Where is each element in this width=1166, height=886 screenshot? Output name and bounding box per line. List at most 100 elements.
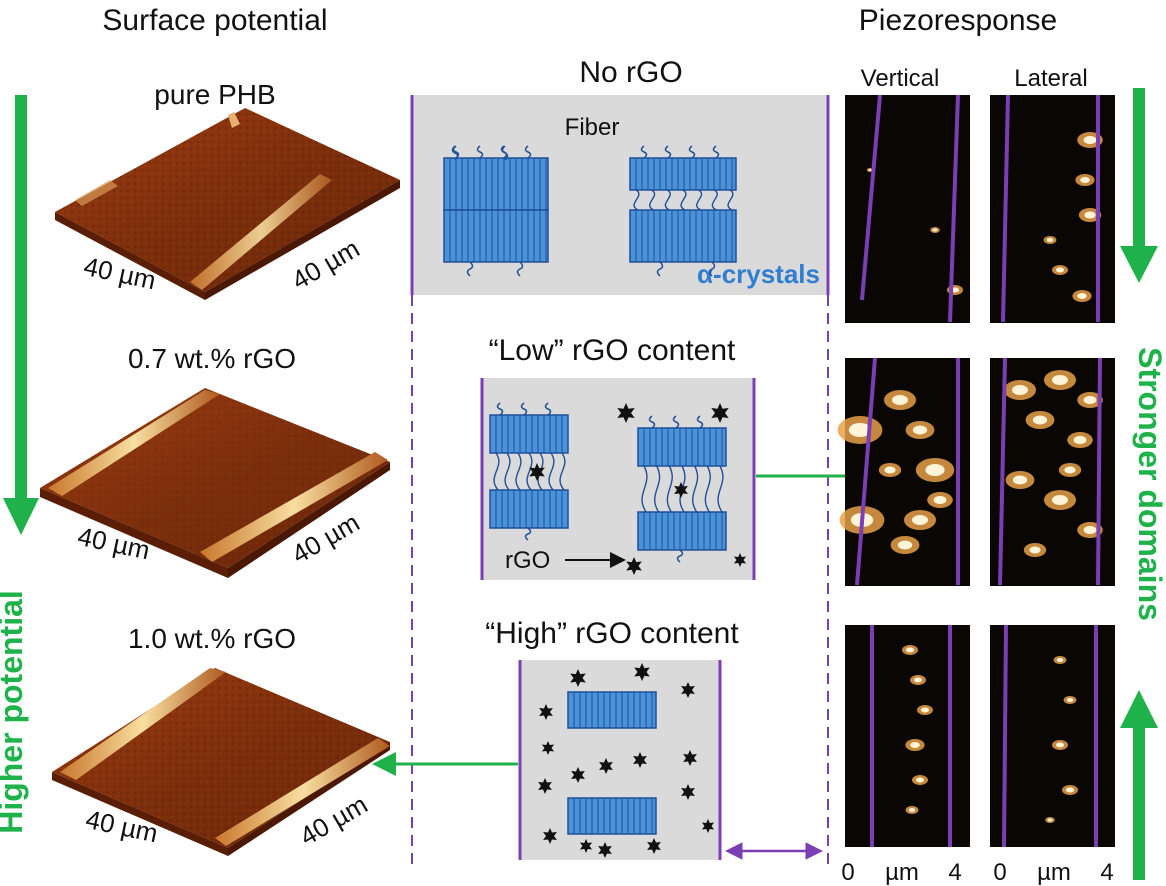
polymer-chain <box>524 527 532 541</box>
tie-chain <box>526 452 533 491</box>
tie-chain <box>633 189 640 211</box>
polymer-chain <box>496 402 504 416</box>
afm-surface-1-0-rgo <box>52 668 390 856</box>
polymer-chain <box>640 145 648 159</box>
pfm-background <box>845 95 970 323</box>
low-rgo-title: “Low” rGO content <box>489 334 736 367</box>
pfm-domain-core <box>1083 396 1097 404</box>
pfm-domain-core <box>925 464 945 476</box>
tie-chain <box>664 189 671 211</box>
polymer-chain <box>516 261 524 277</box>
afm-surface-0-7-rgo <box>40 388 390 578</box>
rgo-flake <box>683 750 697 766</box>
crystal-block-body <box>567 691 657 729</box>
tie-chain <box>666 465 673 513</box>
polymer-chain <box>696 415 704 429</box>
crystal-block <box>443 157 549 211</box>
pfm-axis-end: 4 <box>948 859 961 886</box>
tie-chain <box>692 465 699 513</box>
vertical-header: Vertical <box>861 65 940 92</box>
tie-chain <box>704 465 711 513</box>
pfm-domain-core <box>1012 385 1028 395</box>
rgo-flake <box>570 669 586 687</box>
polymer-chain <box>524 145 532 159</box>
crystal-block <box>637 511 727 551</box>
fiber-edge-line <box>855 357 877 586</box>
higher-potential-label: Higher potential <box>0 590 29 834</box>
pfm-domain-core <box>848 423 872 437</box>
polymer-chain <box>708 261 716 277</box>
tie-chain <box>727 189 734 211</box>
pfm-domain-core <box>1056 267 1064 273</box>
pfm-domain-core <box>914 677 922 683</box>
pfm-vertical-1-0-rgo <box>845 625 970 847</box>
crystal-block <box>567 797 657 835</box>
higher-potential-arrow-shaft <box>15 95 27 500</box>
rgo-flake <box>571 767 585 783</box>
pfm-axis-end-2: 4 <box>1100 859 1113 886</box>
crystal-block <box>489 489 569 529</box>
pfm-domain-core <box>933 496 947 504</box>
pfm-vertical-pure-phb <box>845 94 970 323</box>
pfm-domain-core <box>1066 698 1074 702</box>
rgo-flake <box>674 482 688 498</box>
higher-potential-arrowhead <box>3 498 39 535</box>
pfm-domain-core <box>1080 177 1090 183</box>
rgo-flake <box>681 682 695 698</box>
afm-surface-pure-phb <box>55 108 400 300</box>
pfm-lateral-pure-phb <box>990 94 1115 323</box>
rgo-flake <box>538 778 552 794</box>
rgo-flake <box>733 553 747 567</box>
pfm-domain-core <box>1083 136 1097 144</box>
crystal-block <box>629 157 737 191</box>
pfm-domain-core <box>1052 495 1068 505</box>
polymer-chain <box>544 402 552 416</box>
crystal-blocks <box>443 157 737 835</box>
no-rgo-title: No rGO <box>579 56 682 89</box>
rgo-flake <box>541 741 555 755</box>
stronger-domains-arrowhead-down <box>1120 246 1158 283</box>
fiber-edge-line <box>1001 94 1010 323</box>
crystal-block-body <box>489 414 569 454</box>
stronger-domains-arrow-down-shaft <box>1133 88 1145 248</box>
polymer-chain <box>520 402 528 416</box>
tie-chain <box>641 465 648 513</box>
surface-potential-header: Surface potential <box>102 4 327 37</box>
crystal-block <box>629 209 737 263</box>
pfm-panels <box>837 94 1115 848</box>
crystal-block-body <box>489 489 569 529</box>
pfm-domain-core <box>1077 293 1087 299</box>
polymer-chain <box>672 415 680 429</box>
pfm-axis-start-2: 0 <box>993 859 1006 886</box>
pfm-domain-core <box>906 647 914 653</box>
polymer-chain <box>466 261 474 277</box>
rgo-flake <box>701 819 715 833</box>
tie-chain <box>717 465 724 513</box>
pfm-domain-core <box>912 515 928 525</box>
rgo-flake <box>681 784 695 800</box>
pfm-domain-core <box>908 808 916 812</box>
polymer-chains <box>451 145 734 563</box>
pfm-domain-core <box>892 395 908 405</box>
pfm-domain-core <box>910 742 920 748</box>
pfm-domain-core <box>1047 818 1053 822</box>
tie-chain <box>559 452 566 491</box>
pfm-domain-core <box>912 425 928 435</box>
crystal-block <box>637 427 727 467</box>
pfm-domain-core <box>921 707 929 713</box>
rgo-flake <box>711 403 729 423</box>
polymer-chain <box>656 261 664 277</box>
pfm-domain-core <box>1029 546 1041 554</box>
pfm-domain-core <box>1073 436 1087 444</box>
fiber-edge-line <box>998 357 1007 586</box>
rgo-flake <box>626 557 642 575</box>
pfm-domain-core <box>1012 475 1028 485</box>
crystal-block-body <box>443 209 549 263</box>
alpha-crystals-label: α-crystals <box>697 259 820 289</box>
rgo-flake <box>579 839 593 853</box>
tie-chain <box>515 452 522 491</box>
pfm-axis-unit: µm <box>885 859 919 886</box>
polymer-chain <box>688 145 696 159</box>
pfm-domain-core <box>916 777 924 783</box>
pfm-domain-core <box>868 169 872 171</box>
